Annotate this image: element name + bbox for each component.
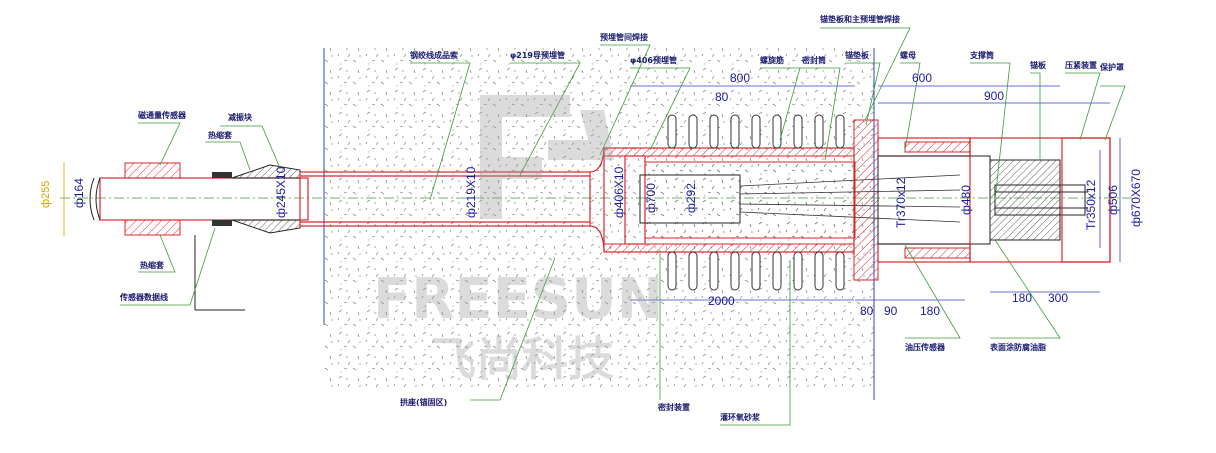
rebar-coil <box>751 251 761 291</box>
label-anchor-zone: 拱座(锚固区) <box>400 397 447 407</box>
watermark-cn: 飞尚科技 <box>430 332 614 386</box>
rebar-coil <box>751 114 761 149</box>
dim-d292: ф292 <box>684 183 698 213</box>
label-heat-shrink-bottom: 热缩套 <box>140 260 165 270</box>
label-pressing-device: 压紧装置 <box>1065 60 1097 70</box>
dim-d245: ф245X10 <box>274 166 288 218</box>
dim-l2000: 2000 <box>708 294 735 308</box>
rebar-coil <box>688 114 698 149</box>
label-pipe-219: φ219导预埋管 <box>510 50 565 60</box>
dim-l180: 180 <box>920 304 940 318</box>
rebar-coil <box>667 114 677 149</box>
label-anchor-head: 锚板 <box>1030 60 1047 70</box>
dim-l80: 80 <box>860 304 874 318</box>
label-surface-anticorrosion: 表面涂防腐油脂 <box>989 342 1046 352</box>
rebar-coil <box>793 114 803 149</box>
dim-d670: ф670X670 <box>1129 169 1143 227</box>
cable-left <box>89 162 309 311</box>
rebar-coil <box>814 251 824 291</box>
label-heat-shrink-top: 热缩套 <box>208 130 233 140</box>
dim-l300: 300 <box>1048 291 1068 305</box>
rebar-coil <box>835 114 845 149</box>
label-sealing-cylinder: 密封筒 <box>801 55 826 65</box>
rebar-coil <box>709 114 719 149</box>
label-protective-cover: 保护罩 <box>1099 62 1124 72</box>
label-anchor-plate: 锚垫板 <box>845 50 870 60</box>
rebar-coil <box>730 114 740 149</box>
dim-tr350: Tr350x12 <box>1084 179 1098 230</box>
leader-lines <box>120 27 1126 426</box>
dim-tr370: Tr370x12 <box>894 177 908 228</box>
spiral-rebar <box>667 114 845 291</box>
pipe-219 <box>299 148 605 252</box>
dim-d255: ф255 <box>40 181 52 208</box>
dim-d480: ф480 <box>959 185 973 215</box>
label-damping-block: 减振块 <box>228 112 253 122</box>
rebar-coil <box>814 114 824 149</box>
component-labels: 磁通量传感器 减振块 热缩套 热缩套 传感器数据线 钢绞线成品索 φ219导预埋… <box>119 14 1124 422</box>
dim-d406: ф406X10 <box>612 166 626 218</box>
rebar-coil <box>835 251 845 291</box>
label-sensor-magnetic: 磁通量传感器 <box>138 110 187 120</box>
label-support-cylinder: 支撑筒 <box>969 50 994 60</box>
rebar-coil <box>709 251 719 291</box>
watermark-name: FREESUN <box>373 267 664 332</box>
rebar-coil <box>730 251 740 291</box>
dim-l90: 90 <box>884 304 898 318</box>
dim-l900: 900 <box>984 89 1004 103</box>
dim-l80top: 80 <box>715 90 729 104</box>
label-sensor-cable: 传感器数据线 <box>119 292 168 302</box>
anchor-assembly <box>853 119 1111 281</box>
rebar-coil <box>772 114 782 149</box>
dim-d506: ф506 <box>1106 185 1120 215</box>
watermark: FREESUN 飞尚科技 <box>373 95 664 386</box>
dimension-lines <box>63 85 1121 301</box>
dim-l180b: 180 <box>1012 291 1032 305</box>
label-sealing-device: 密封装置 <box>657 402 690 412</box>
dim-l800: 800 <box>730 71 750 85</box>
dim-d219: ф219X10 <box>464 166 478 218</box>
label-pipe-406: φ406预埋管 <box>630 55 677 65</box>
dim-l600: 600 <box>912 71 932 85</box>
label-pipe-weld: 预埋管间焊接 <box>600 32 648 42</box>
dim-d164: ф164 <box>72 178 86 208</box>
label-finished-cable: 钢绞线成品索 <box>410 50 458 60</box>
label-grouting: 灌环氧砂浆 <box>720 412 761 422</box>
dim-d700: ф700 <box>644 183 658 213</box>
label-anchor-plate-weld: 锚垫板和主预埋管焊接 <box>820 14 900 24</box>
label-hydraulic-sensor: 油压传感器 <box>905 342 946 352</box>
rebar-coil <box>667 251 677 291</box>
label-spiral-rebar: 螺旋筋 <box>760 55 784 65</box>
pipe-406 <box>603 147 961 253</box>
dimension-labels: ф164 ф255 ф245X10 ф219X10 ф406X10 ф700 ф… <box>40 71 1143 318</box>
rebar-coil <box>688 251 698 291</box>
rebar-coil <box>772 251 782 291</box>
rebar-coil <box>793 251 803 291</box>
label-nut: 螺母 <box>900 50 916 60</box>
